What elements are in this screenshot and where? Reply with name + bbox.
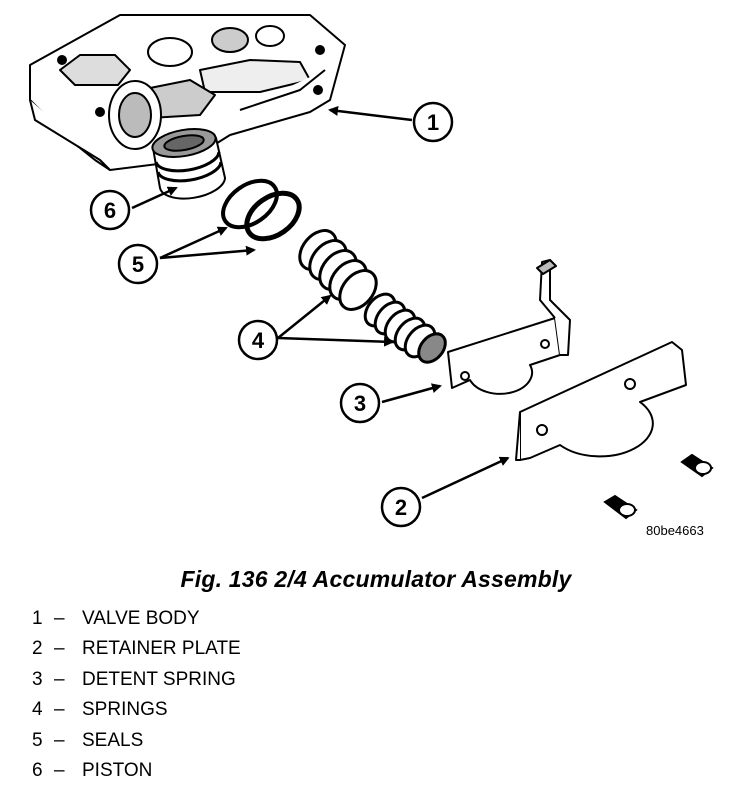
svg-text:4: 4 — [252, 328, 265, 353]
piston-drawing — [151, 128, 227, 200]
callout-1: 1 — [412, 101, 454, 143]
svg-text:6: 6 — [104, 198, 116, 223]
legend-item: 3–DETENT SPRING — [32, 668, 236, 690]
callout-4: 4 — [237, 319, 279, 361]
figure-code: 80be4663 — [646, 523, 704, 538]
callout-6: 6 — [89, 189, 131, 231]
callout-3: 3 — [339, 382, 381, 424]
callout-2: 2 — [380, 486, 422, 528]
legend-item: 4–SPRINGS — [32, 699, 168, 721]
callout-5: 5 — [117, 243, 159, 285]
parts-legend: 1–VALVE BODY 2–RETAINER PLATE 3–DETENT S… — [32, 604, 241, 786]
legend-item: 2–RETAINER PLATE — [32, 638, 241, 660]
retainer-plate-drawing — [515, 341, 687, 461]
accumulator-exploded-diagram: 1 2 3 4 5 6 — [29, 14, 714, 528]
svg-text:1: 1 — [427, 110, 439, 135]
legend-item: 6–PISTON — [32, 759, 153, 781]
legend-item: 5–SEALS — [32, 729, 144, 751]
seals-drawing — [221, 178, 302, 242]
bolts-drawing — [603, 453, 714, 520]
leader-arrows — [131, 106, 510, 500]
svg-text:3: 3 — [354, 391, 366, 416]
valve-body-drawing — [29, 14, 346, 171]
figure-caption: Fig. 136 2/4 Accumulator Assembly — [180, 566, 572, 592]
detent-spring-drawing — [447, 259, 571, 395]
svg-text:2: 2 — [395, 495, 407, 520]
springs-drawing — [298, 229, 447, 364]
legend-item: 1–VALVE BODY — [32, 608, 200, 629]
svg-text:5: 5 — [132, 252, 144, 277]
